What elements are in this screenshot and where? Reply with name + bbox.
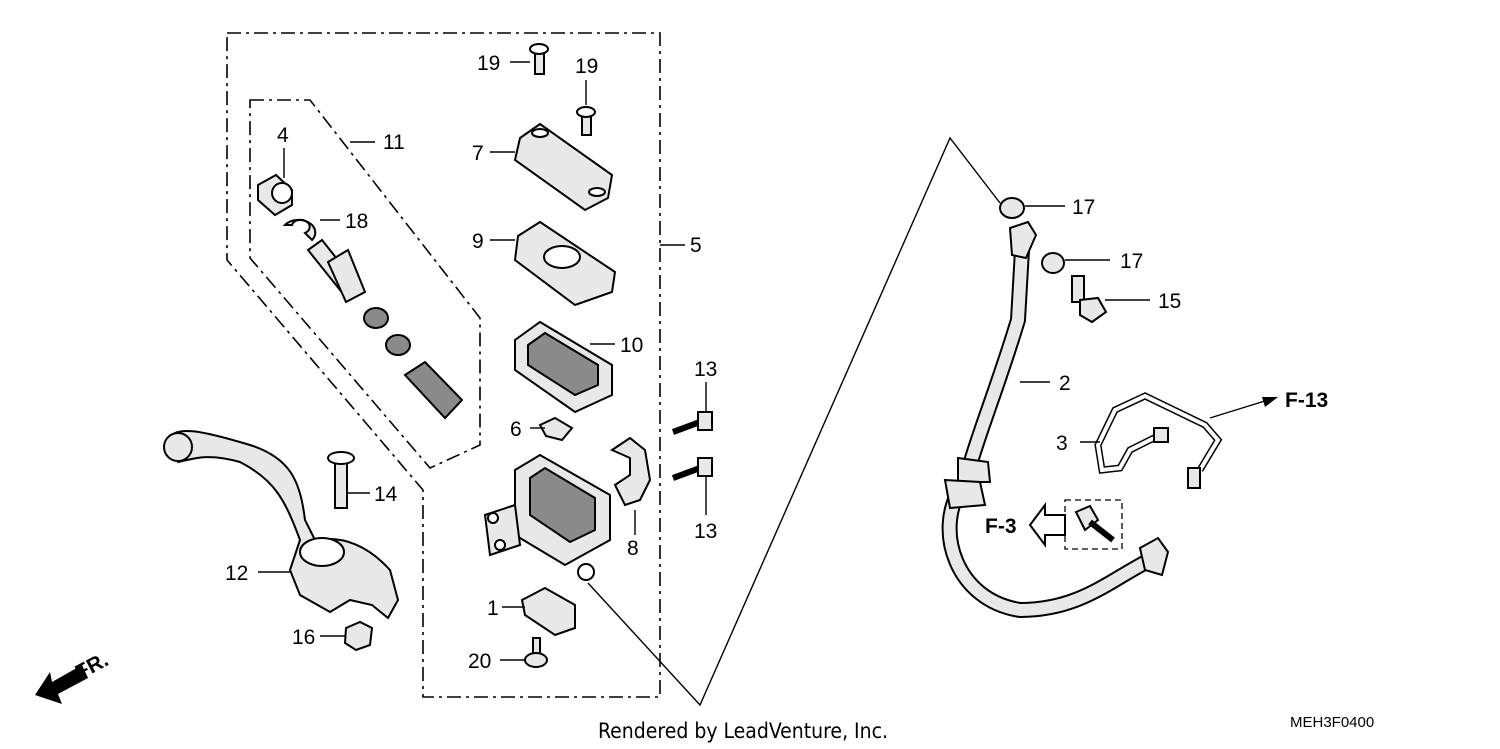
part-3-brake-pipe-inner	[1095, 393, 1221, 473]
part-17-washer-top	[999, 197, 1025, 219]
connector-line	[587, 136, 1001, 707]
part-16-nut	[343, 620, 374, 652]
callout-1: 1	[487, 597, 499, 620]
piston-assembly	[306, 238, 464, 420]
part-18-circlip	[282, 218, 317, 242]
callout-5: 5	[690, 234, 702, 257]
part-17-washer-bottom	[1041, 252, 1065, 274]
callout-10: 10	[620, 334, 643, 357]
callout-11: 11	[383, 131, 405, 154]
callout-14: 14	[374, 483, 398, 506]
callout-9: 9	[472, 230, 484, 253]
part-20-screw	[524, 637, 548, 668]
part-15-bolt	[1071, 275, 1108, 324]
front-direction-arrow-icon	[35, 665, 88, 704]
pipe-fitting-end	[1187, 467, 1201, 489]
callout-20: 20	[468, 650, 491, 673]
diagram-code: MEH3F0400	[1290, 714, 1374, 731]
part-19-screw-right	[576, 106, 596, 136]
callout-12: 12	[225, 562, 248, 585]
callout-6: 6	[510, 418, 522, 441]
master-cylinder-body	[483, 453, 611, 581]
footer-credit: Rendered by LeadVenture, Inc.	[598, 719, 888, 743]
callout-3: 3	[1056, 432, 1068, 455]
callout-15: 15	[1158, 290, 1181, 313]
callout-13-bottom: 13	[694, 520, 717, 543]
callout-2: 2	[1059, 372, 1071, 395]
part-14-pivot-bolt	[327, 451, 355, 509]
part-13-bolt-lower	[671, 457, 713, 481]
f3-bolt-box	[1064, 499, 1123, 550]
callout-8: 8	[627, 537, 639, 560]
callout-16: 16	[292, 626, 315, 649]
part-9-plate	[513, 220, 617, 307]
part-12-lever	[163, 429, 400, 620]
part-6-clip	[538, 416, 574, 442]
callout-7: 7	[472, 142, 484, 165]
callout-17-top: 17	[1072, 196, 1095, 219]
part-10-diaphragm	[514, 320, 613, 414]
pipe-fitting	[1153, 427, 1169, 443]
callout-4: 4	[277, 124, 289, 147]
f3-arrow-icon	[1028, 502, 1066, 548]
callout-17-bottom: 17	[1120, 250, 1143, 273]
assembly-outline-5	[226, 32, 661, 698]
callout-19-right: 19	[575, 55, 598, 78]
callout-19-top: 19	[477, 52, 500, 75]
part-4-boot	[257, 173, 293, 217]
part-19-screw-top	[529, 43, 549, 75]
callout-18: 18	[345, 210, 368, 233]
reference-f3: F-3	[985, 515, 1017, 538]
f3-bolt	[1074, 504, 1115, 543]
f13-arrow-icon	[1209, 397, 1278, 419]
reference-f13: F-13	[1285, 389, 1328, 412]
callout-13-top: 13	[694, 358, 717, 381]
assembly-outline-11	[249, 99, 481, 469]
part-13-bolt-upper	[671, 411, 713, 435]
part-7-reservoir-cap	[513, 122, 614, 212]
part-8-clamp	[609, 436, 652, 507]
leader-lines	[258, 61, 1150, 661]
part-2-brake-hose	[941, 220, 1170, 619]
part-1-switch	[520, 586, 576, 637]
